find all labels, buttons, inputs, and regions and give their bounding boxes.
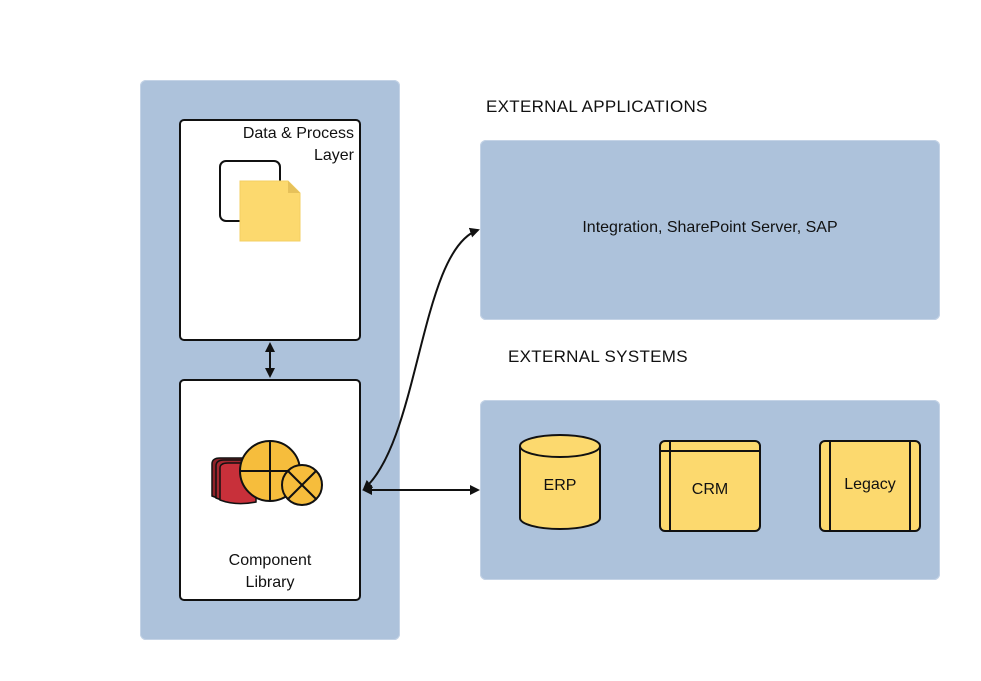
label-line-2: Layer [313, 147, 354, 164]
external-applications-content: Integration, SharePoint Server, SAP [582, 219, 838, 236]
legacy-process-icon[interactable] [818, 439, 922, 533]
label-line-1: Data & Process [242, 125, 354, 142]
legacy-label: Legacy [844, 476, 896, 493]
document-stack-icon [219, 160, 301, 242]
external-applications-heading: EXTERNAL APPLICATIONS [486, 97, 708, 116]
component-library-box[interactable]: Component Library [179, 379, 361, 601]
erp-label: ERP [543, 477, 577, 494]
library-to-applications-arrow [362, 227, 480, 491]
label-line-1: Component [228, 552, 312, 569]
data-process-layer-box[interactable]: Data & Process Layer [179, 119, 361, 341]
label-line-2: Library [245, 574, 295, 591]
components-icon [211, 440, 323, 506]
external-applications-panel[interactable]: Integration, SharePoint Server, SAP [480, 140, 940, 320]
crm-label: CRM [691, 481, 729, 498]
data-process-layer-label: Data & Process Layer [243, 123, 354, 167]
component-library-label: Component Library [181, 550, 359, 594]
external-systems-heading: EXTERNAL SYSTEMS [508, 347, 688, 366]
erp-database-icon[interactable] [518, 432, 602, 532]
crm-window-icon[interactable] [658, 439, 762, 533]
